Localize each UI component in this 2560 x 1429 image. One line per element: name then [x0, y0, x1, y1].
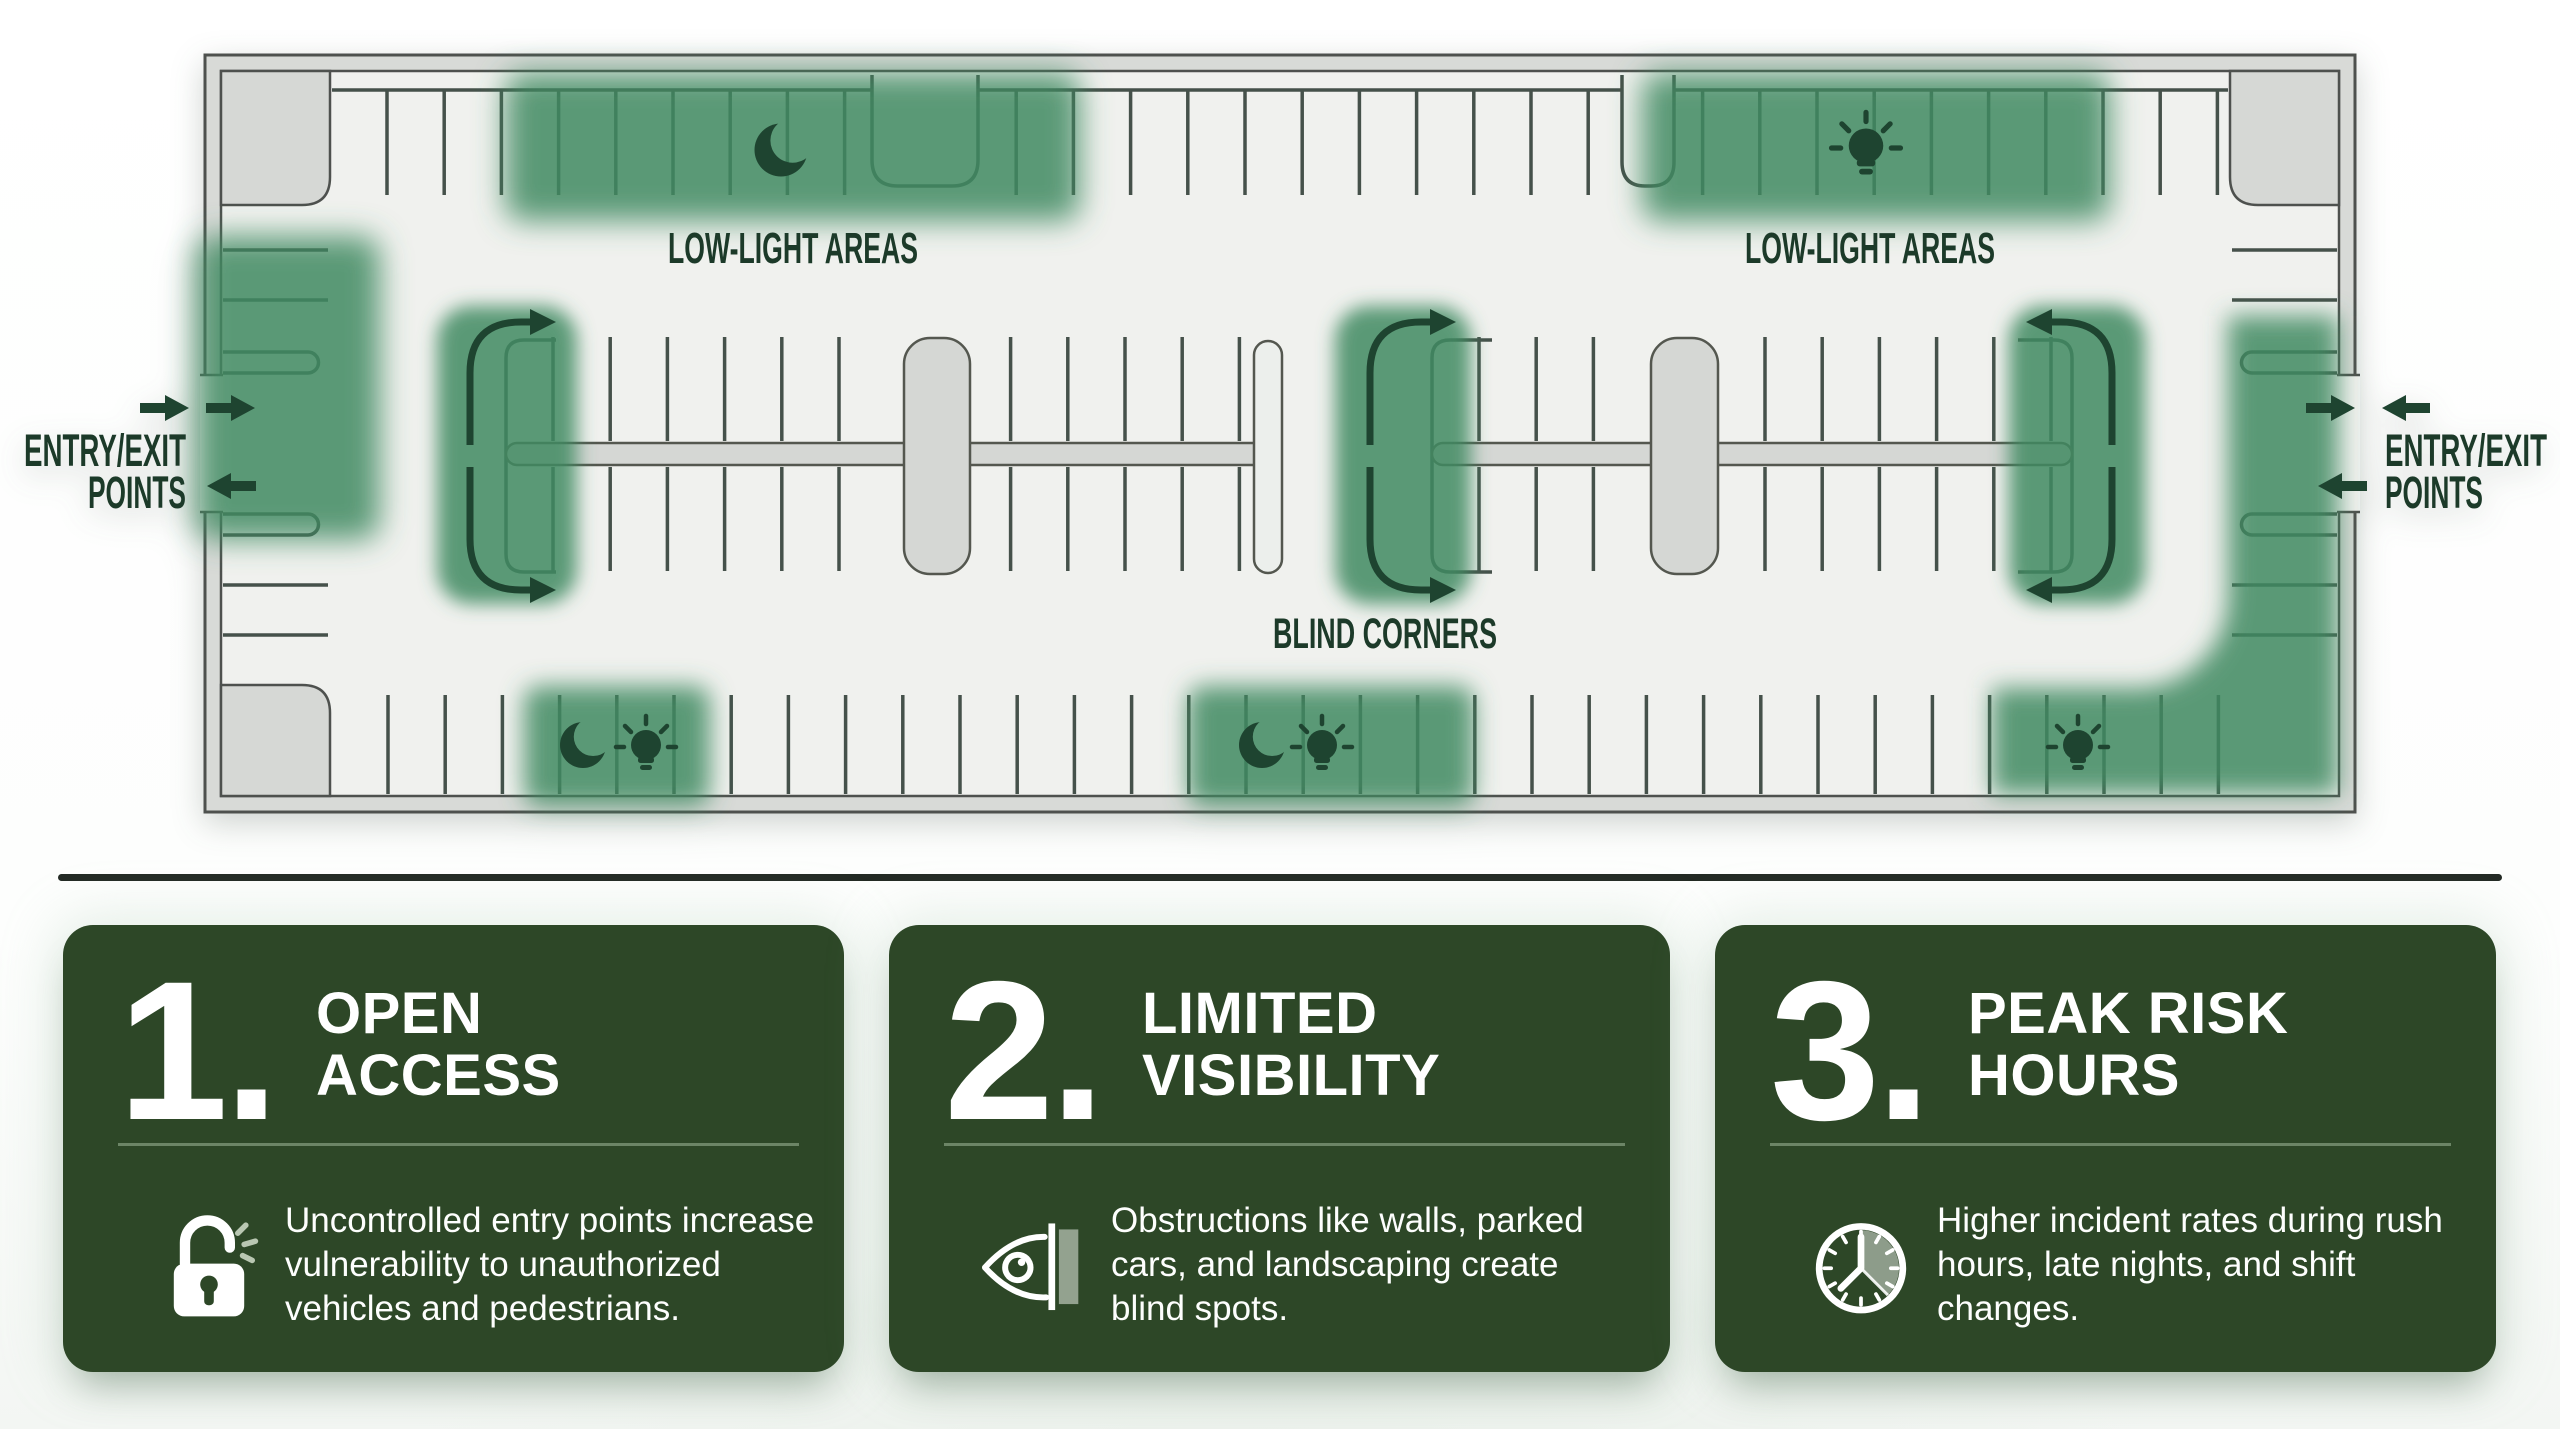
low-light-label-left: LOW-LIGHT AREAS: [668, 224, 918, 273]
u-turn-arrow-icon: [1366, 309, 1456, 603]
structure-block-top-right: [2228, 69, 2341, 207]
entry-zone-right: [1992, 316, 2338, 794]
card-divider-line: [944, 1143, 1625, 1146]
traffic-arrows: [140, 309, 2430, 603]
clock-icon: [1805, 1191, 1917, 1341]
structure-block-top-left: [219, 69, 332, 207]
entry-exit-label-right-line2: POINTS: [2385, 467, 2483, 518]
entry-exit-label-right-line1: ENTRY/EXIT: [2385, 425, 2547, 476]
row1-end-divider: [1252, 339, 1284, 575]
blind-corner-zone-3: [2009, 306, 2145, 604]
entry-exit-label-left-line2: POINTS: [88, 467, 186, 518]
blind-corner-zone-2: [1335, 306, 1471, 604]
entry-zone-left: [196, 236, 380, 540]
card-limited-visibility: 2. LIMITED VISIBILITY: [889, 925, 1670, 1372]
center-spine-row1: [504, 441, 1278, 467]
moon-icon: [755, 124, 808, 177]
card-divider-line: [1770, 1143, 2451, 1146]
card-title-line1: OPEN: [316, 981, 483, 1046]
structure-block-bottom-left: [219, 683, 332, 798]
card-title-line1: LIMITED: [1142, 981, 1378, 1046]
entry-exit-label-left-line1: ENTRY/EXIT: [24, 425, 186, 476]
island-row2: [1649, 336, 1720, 576]
island-row1: [902, 336, 972, 576]
entry-arrow-icon: [140, 395, 2430, 499]
card-title-line2: VISIBILITY: [1142, 1043, 1441, 1108]
card-open-access: 1. OPEN ACCESS Uncontrolled: [63, 925, 844, 1372]
u-turn-arrow-icon: [466, 309, 556, 603]
card-title: PEAK RISK HOURS: [1968, 971, 2288, 1107]
card-description: Obstructions like walls, parked cars, an…: [1111, 1201, 1584, 1328]
risk-factor-cards: 1. OPEN ACCESS Uncontrolled: [63, 925, 2496, 1372]
blind-corner-zone-1: [437, 306, 577, 604]
blind-corners-label: BLIND CORNERS: [1273, 610, 1497, 658]
card-title-line2: HOURS: [1968, 1043, 2180, 1108]
parking-lot-map: LOW-LIGHT AREAS LOW-LIGHT AREAS BLIND CO…: [24, 53, 2547, 814]
moon-icon: [1239, 722, 1285, 768]
card-number: 1.: [118, 940, 279, 1161]
low-light-label-right: LOW-LIGHT AREAS: [1745, 224, 1995, 273]
card-title: LIMITED VISIBILITY: [1142, 971, 1440, 1107]
card-description: Uncontrolled entry points increase vulne…: [285, 1201, 815, 1328]
obstructed-eye-icon: [979, 1191, 1091, 1341]
card-number: 2.: [944, 940, 1105, 1161]
card-peak-risk-hours: 3. PEAK RISK HOURS Higher in: [1715, 925, 2496, 1372]
card-title-line2: ACCESS: [316, 1043, 561, 1108]
card-title-line1: PEAK RISK: [1968, 981, 2289, 1046]
center-spine-row2: [1430, 441, 2074, 467]
unlocked-padlock-icon: [153, 1191, 265, 1341]
card-number: 3.: [1770, 940, 1931, 1161]
card-title: OPEN ACCESS: [316, 971, 561, 1107]
u-turn-arrow-icon: [2026, 309, 2116, 603]
section-divider: [58, 874, 2502, 881]
card-divider-line: [118, 1143, 799, 1146]
card-description: Higher incident rates during rush hours,…: [1937, 1201, 2443, 1328]
moon-icon: [560, 722, 606, 768]
